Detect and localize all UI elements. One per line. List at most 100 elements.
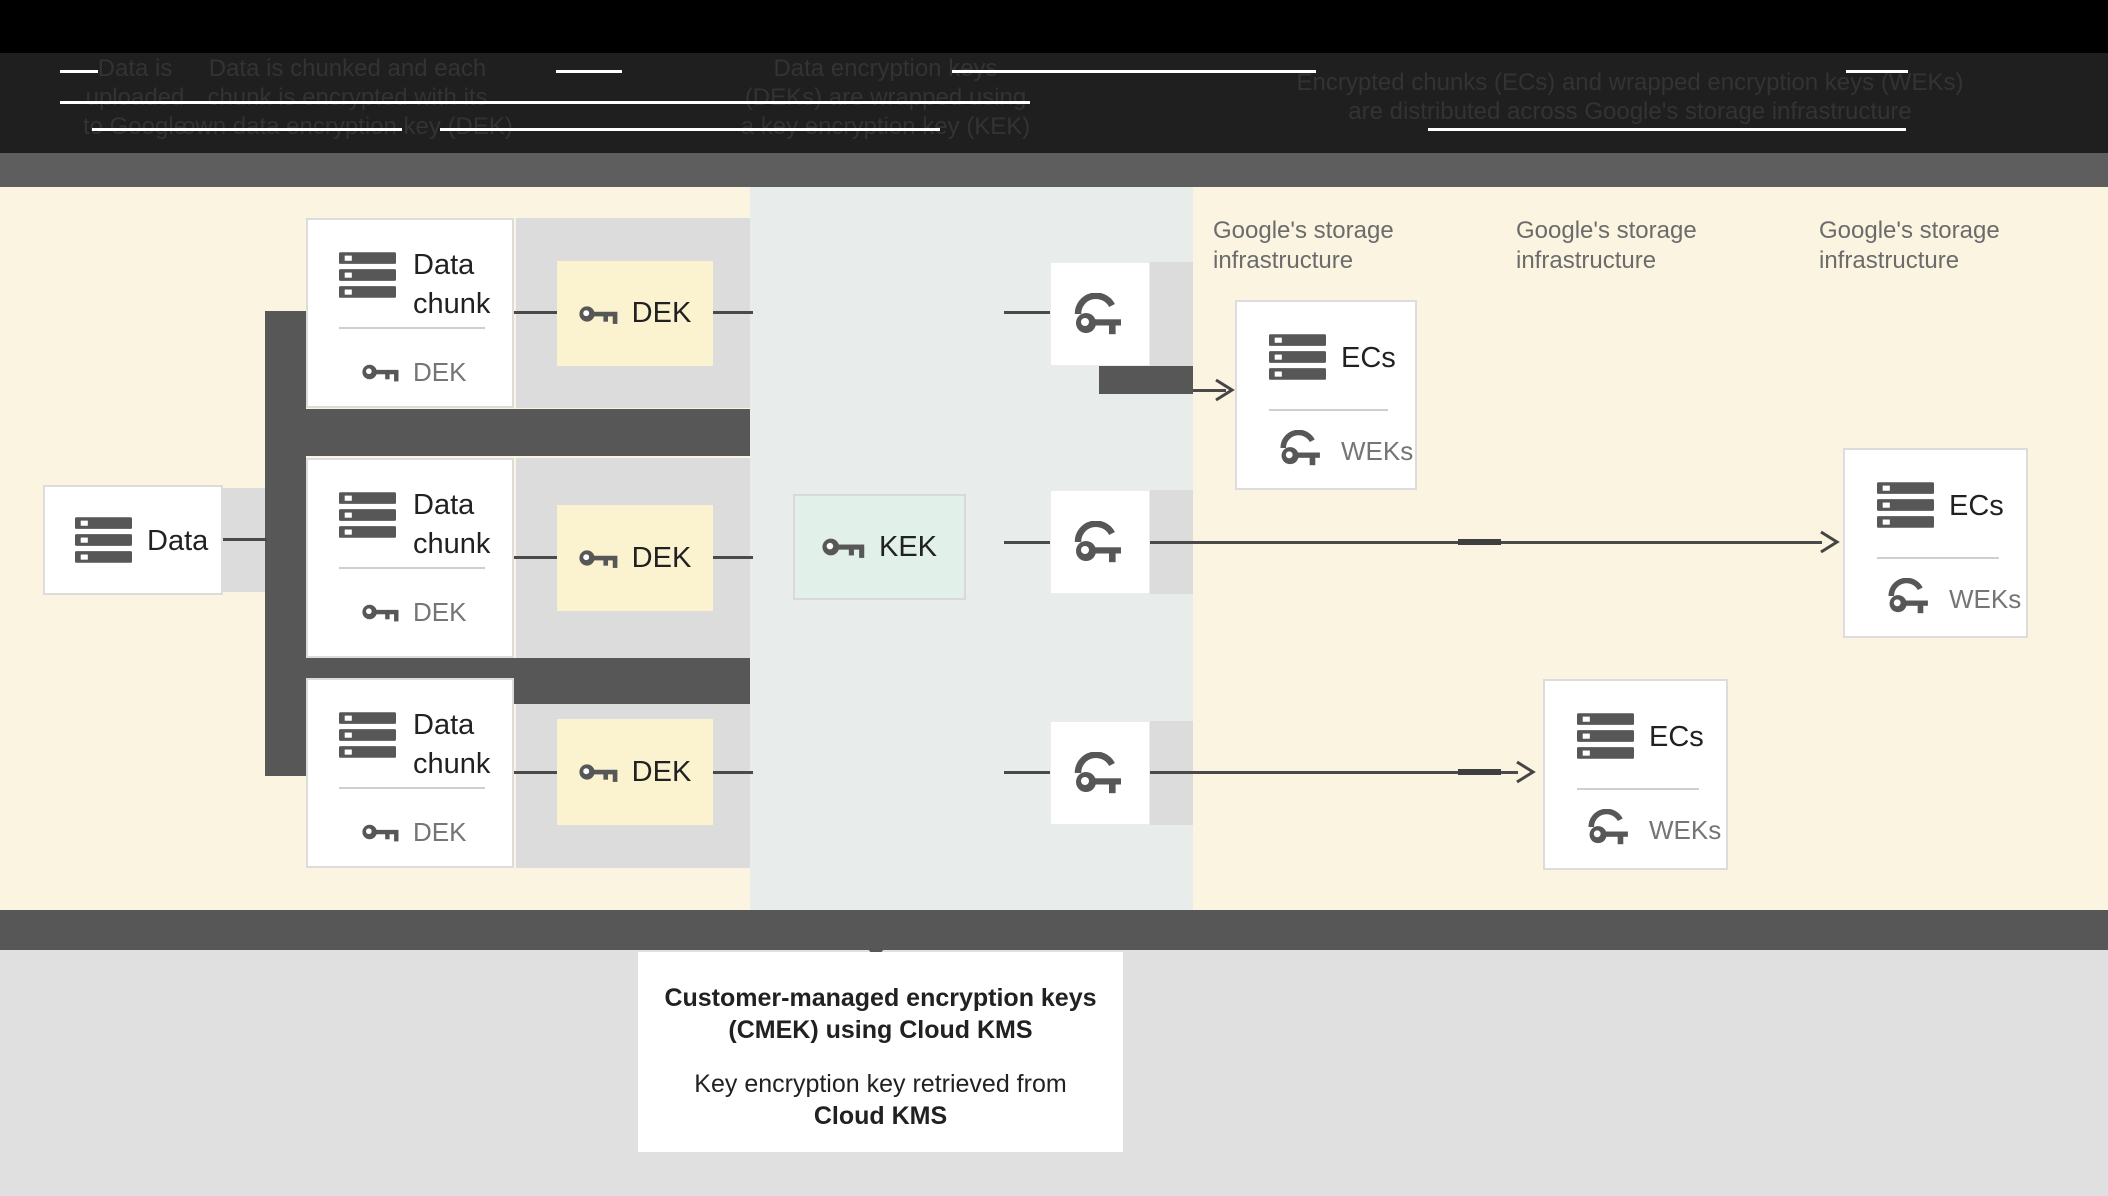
storage-label: Google's storage infrastructure [1516,216,1697,276]
data-chunk-label: Data chunk [413,249,491,320]
arrowhead-icon [1213,377,1235,403]
flow-line [223,538,267,541]
dek-chip-label: DEK [631,297,692,329]
wrapped-key-icon [1587,809,1633,845]
data-chunk-box: Data chunk DEK [306,458,514,658]
step-line: (DEKs) are wrapped using [744,84,1027,111]
stack-icon [339,712,396,758]
artifact-line [1846,70,1908,73]
data-chunk-label: Data chunk [413,709,491,780]
step-caption-distributed: Encrypted chunks (ECs) and wrapped encry… [1285,68,1975,126]
dek-chip: DEK [557,261,713,366]
ecs-box-label: ECs [1949,490,2004,522]
kek-box: KEK [793,494,966,600]
dek-chip: DEK [557,719,713,825]
wrapped-key-icon [1073,293,1127,335]
arrow-line [1150,771,1518,774]
storage-label-line: infrastructure [1213,247,1354,274]
box-divider [339,567,485,569]
wrapped-key-icon [1887,578,1933,614]
artifact-line [1428,128,1906,131]
artifact-line [952,70,1316,73]
stack-icon [339,252,396,298]
artifact-line [60,70,98,73]
caption-spacer [638,1046,1123,1068]
arrow-line [1193,389,1226,392]
step-line: uploaded [85,84,185,111]
stack-icon [1877,482,1934,528]
box-divider [1877,557,1999,559]
dek-chip: DEK [557,505,713,611]
flow-line [512,311,557,314]
ecs-box-label: ECs [1649,721,1704,753]
step-line: own data encryption key (DEK) [182,113,513,140]
stack-icon [1269,334,1326,380]
ecs-box: ECs WEKs [1543,679,1728,870]
storage-label-line: infrastructure [1516,247,1657,274]
wrapped-key-icon [1073,521,1127,563]
arrow-line-overlap [1458,539,1501,545]
weks-sublabel: WEKs [1949,584,2022,614]
caption-title-line: (CMEK) using Cloud KMS [728,1016,1033,1044]
box-divider [339,787,485,789]
kek-box-label: KEK [878,530,938,563]
stack-icon [1577,713,1634,759]
box-divider [339,327,485,329]
data-box-label: Data [147,525,209,557]
dek-sublabel: DEK [413,817,467,847]
artifact-line [440,128,940,131]
flow-line [512,771,557,774]
step-line: Data is chunked and each [208,55,487,82]
storage-label-line: infrastructure [1819,247,1960,274]
pipe-connector-elbow [1099,366,1193,394]
key-icon [579,545,619,571]
caption-title-line: Customer-managed encryption keys [664,984,1097,1012]
wrapped-key-box [1050,490,1150,594]
storage-label: Google's storage infrastructure [1819,216,2000,276]
step-caption-chunked: Data is chunked and each chunk is encryp… [175,54,520,141]
artifact-line [556,70,622,73]
wrapped-key-icon [1279,430,1325,466]
footer-band [0,910,2108,950]
data-box: Data [43,485,223,595]
step-line: a key encryption key (KEK) [740,113,1031,140]
step-line: Data encryption keys [773,55,998,82]
wrapped-key-box [1050,262,1150,366]
arrow-line-overlap [1458,769,1501,775]
row-band [1150,262,1193,366]
data-chunk-box: Data chunk DEK [306,218,514,408]
artifact-line [92,128,402,131]
step-line: chunk is encrypted with its [207,84,488,111]
stack-icon [75,517,132,563]
storage-label-line: Google's storage [1819,217,2000,244]
flow-line [712,771,753,774]
header-bar: Data is uploaded to Google Data is chunk… [0,0,2108,153]
dek-sublabel: DEK [413,597,467,627]
key-icon [362,359,400,385]
dek-chip-label: DEK [631,755,692,788]
key-icon [362,819,400,845]
weks-sublabel: WEKs [1341,436,1414,466]
wrapped-key-icon [1073,752,1127,794]
stack-icon [339,492,396,538]
flow-line [1004,541,1050,544]
step-line: to Google [82,113,188,140]
step-line: are distributed across Google's storage … [1348,98,1912,125]
flow-line [712,556,753,559]
step-line: Data is [97,55,173,82]
ecs-box: ECs WEKs [1843,448,2028,638]
key-icon [822,533,866,561]
step-caption-upload: Data is uploaded to Google [55,54,215,141]
weks-sublabel: WEKs [1649,815,1722,845]
wrapped-key-box [1050,721,1150,825]
storage-label-line: Google's storage [1516,217,1697,244]
arrowhead-icon [1818,529,1840,555]
box-divider [1577,788,1699,790]
box-divider [1269,409,1388,411]
separator-band [0,153,2108,187]
pipe-connector-vertical [265,311,306,776]
storage-label: Google's storage infrastructure [1213,216,1394,276]
step-line: Encrypted chunks (ECs) and wrapped encry… [1296,69,1964,96]
flow-line [1004,771,1050,774]
